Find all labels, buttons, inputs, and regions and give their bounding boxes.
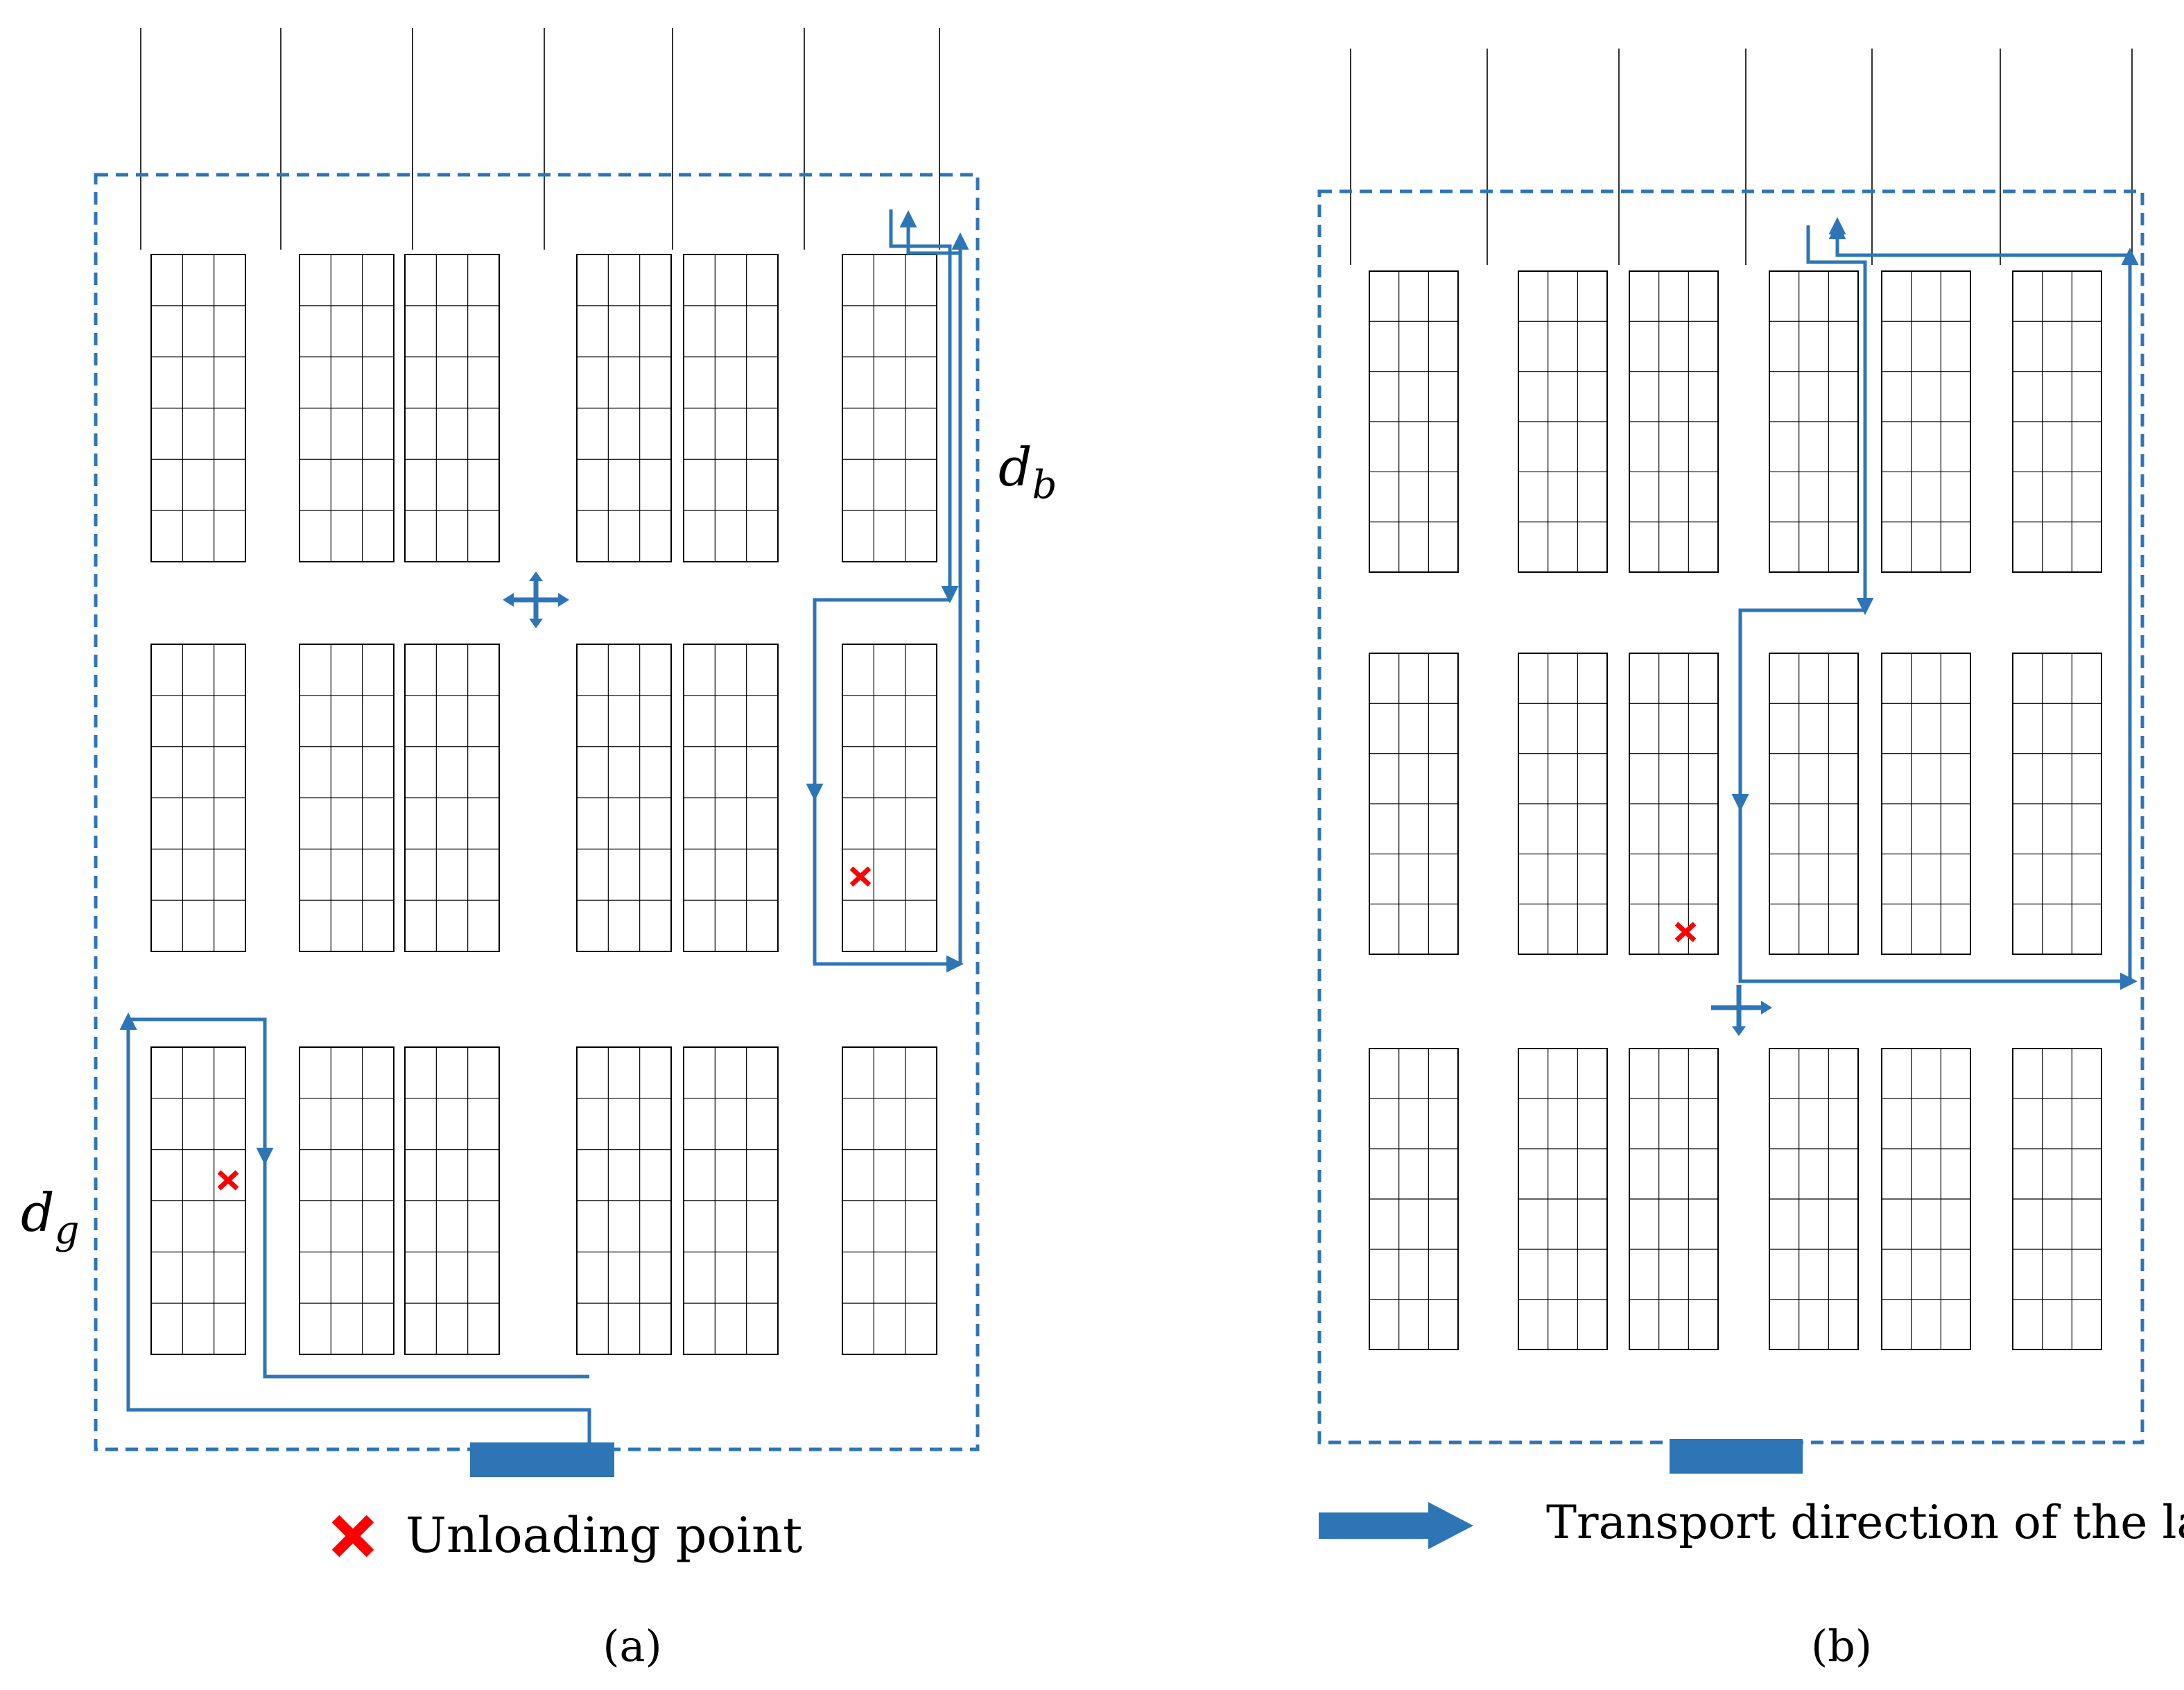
unloading-mark-a2: [217, 1170, 239, 1191]
rack-a-r2-c2: [299, 644, 395, 952]
rack-b-r2-c4: [1769, 653, 1859, 955]
crossing-b: [1711, 985, 1772, 1036]
rack-a-r2-c4: [576, 644, 672, 952]
rack-b-r1-c5: [1881, 270, 1971, 573]
panel-a-top-ticks: [140, 28, 940, 250]
rack-a-r1-c5: [683, 254, 779, 562]
rack-b-r3-c6: [2012, 1048, 2102, 1350]
route-dg: [119, 1012, 591, 1442]
rack-a-r2-c5: [683, 644, 779, 952]
rack-b-r2-c1: [1369, 653, 1459, 955]
rack-b-r3-c5: [1881, 1048, 1971, 1350]
unloading-mark-b: [1674, 922, 1697, 942]
rack-b-r2-c6: [2012, 653, 2102, 955]
thick-arrow-icon: [1319, 1502, 1473, 1549]
rack-a-r1-c4: [576, 254, 672, 562]
crossing-a: [503, 571, 569, 628]
rack-b-r1-c2: [1518, 270, 1608, 573]
rack-b-r1-c6: [2012, 270, 2102, 573]
panel-a-racks: [150, 254, 937, 1355]
red-x-icon: [331, 1515, 374, 1558]
legend-transport-direction: Transport direction of the lane: [1319, 1496, 2184, 1549]
rack-a-r3-c3: [404, 1046, 500, 1355]
rack-b-r1-c4: [1769, 270, 1859, 573]
rack-b-r2-c2: [1518, 653, 1608, 955]
legend-unloading-point: Unloading point: [331, 1507, 802, 1564]
rack-a-r3-c6: [842, 1046, 937, 1355]
dock-b: [1670, 1439, 1803, 1474]
panel-b-racks: [1369, 270, 2102, 1350]
legend-unloading-point-label: Unloading point: [406, 1507, 802, 1564]
rack-a-r1-c1: [150, 254, 246, 562]
rack-b-r2-c5: [1881, 653, 1971, 955]
route-db: [806, 209, 969, 973]
rack-a-r1-c6: [842, 254, 937, 562]
rack-b-r3-c1: [1369, 1048, 1459, 1350]
route-b: [1731, 217, 2139, 990]
rack-a-r1-c3: [404, 254, 500, 562]
distance-label-db: db: [998, 436, 1057, 508]
rack-a-r1-c2: [299, 254, 395, 562]
dg-sub: g: [55, 1208, 80, 1253]
db-base: d: [998, 436, 1032, 498]
rack-a-r2-c6: [842, 644, 937, 952]
rack-a-r2-c1: [150, 644, 246, 952]
rack-b-r3-c4: [1769, 1048, 1859, 1350]
rack-b-r1-c3: [1629, 270, 1719, 573]
panel-a-warehouse-boundary: [94, 173, 980, 1451]
panel-b-warehouse-boundary: [1317, 189, 2144, 1445]
legend-transport-direction-label: Transport direction of the lane: [1546, 1496, 2184, 1549]
rack-b-r3-c2: [1518, 1048, 1608, 1350]
rack-b-r3-c3: [1629, 1048, 1719, 1350]
rack-a-r2-c3: [404, 644, 500, 952]
unloading-mark-a1: [849, 866, 872, 887]
dg-base: d: [21, 1182, 55, 1243]
rack-a-r3-c4: [576, 1046, 672, 1355]
db-sub: b: [1032, 463, 1057, 508]
rack-b-r2-c3: [1629, 653, 1719, 955]
panel-b-top-ticks: [1350, 49, 2133, 265]
panel-a-caption: (a): [603, 1621, 661, 1671]
panel-b-caption: (b): [1811, 1621, 1872, 1671]
rack-a-r3-c1: [150, 1046, 246, 1355]
rack-b-r1-c1: [1369, 270, 1459, 573]
rack-a-r3-c5: [683, 1046, 779, 1355]
distance-label-dg: dg: [21, 1182, 80, 1253]
rack-a-r3-c2: [299, 1046, 395, 1355]
panel-b: (b): [1317, 49, 2144, 1671]
panel-a: db dg (a): [21, 28, 1057, 1671]
dock-a: [470, 1442, 614, 1477]
